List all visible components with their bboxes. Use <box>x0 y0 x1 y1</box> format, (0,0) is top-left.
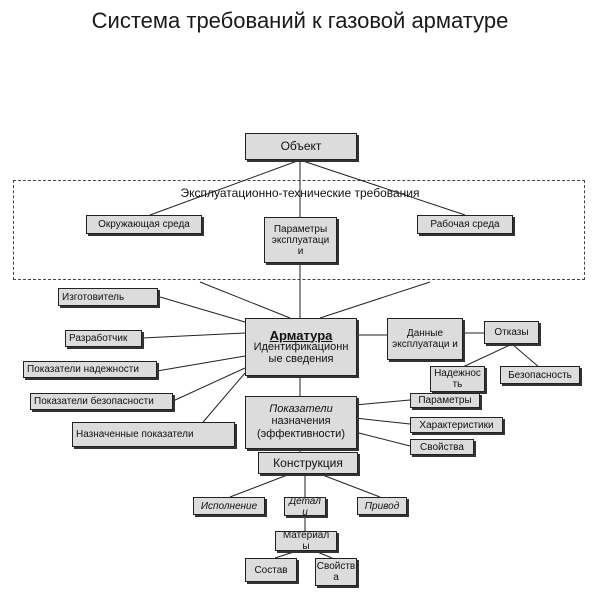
node-reliability-indicators: Показатели надежности <box>23 361 157 378</box>
node-reliability: Надежнос ть <box>430 366 485 392</box>
node-working-medium: Рабочая среда <box>417 215 513 234</box>
node-execution: Исполнение <box>193 497 265 515</box>
node-characteristics-label: Характеристики <box>419 419 494 431</box>
node-materials-label: Материал ы <box>282 531 330 551</box>
node-parameters: Параметры <box>410 393 480 408</box>
node-operating-parameters-label: Параметры эксплуатаци и <box>271 223 330 257</box>
node-manufacturer: Изготовитель <box>58 288 158 306</box>
node-parts-label: Детал и <box>289 497 321 516</box>
node-reliability-indicators-label: Показатели надежности <box>27 364 139 375</box>
node-assigned-indicators-label: Назначенные показатели <box>76 429 194 440</box>
node-construction: Конструкция <box>258 452 358 474</box>
node-valve-title: Арматура <box>269 327 333 343</box>
diagram-title: Система требований к газовой арматуре <box>91 8 509 33</box>
node-assigned-indicators: Назначенные показатели <box>72 422 235 447</box>
node-safety: Безопасность <box>500 366 580 384</box>
node-operating-parameters: Параметры эксплуатаци и <box>264 217 337 263</box>
node-materials: Материал ы <box>275 531 337 551</box>
node-environment: Окружающая среда <box>86 215 202 234</box>
node-material-properties: Свойств а <box>315 558 357 586</box>
node-execution-label: Исполнение <box>200 500 258 512</box>
node-developer: Разработчик <box>65 330 142 347</box>
node-construction-label: Конструкция <box>273 455 343 470</box>
node-valve-subtitle: Идентификационн ые сведения <box>253 340 349 365</box>
node-operation-data: Данные эксплуатаци и <box>387 318 463 360</box>
node-properties: Свойства <box>410 439 474 455</box>
node-environment-label: Окружающая среда <box>98 219 190 230</box>
node-manufacturer-label: Изготовитель <box>62 291 125 303</box>
node-object-label: Объект <box>280 139 322 153</box>
node-composition: Состав <box>245 558 297 582</box>
node-reliability-label: Надежнос ть <box>434 368 481 390</box>
node-drive: Привод <box>357 497 407 515</box>
node-material-properties-label: Свойств а <box>316 561 356 583</box>
node-drive-label: Привод <box>364 500 400 512</box>
node-composition-label: Состав <box>254 564 288 576</box>
node-parts: Детал и <box>284 497 326 516</box>
node-purpose-indicators-title: Показатели <box>269 403 333 415</box>
node-object: Объект <box>245 133 357 160</box>
node-developer-label: Разработчик <box>69 333 128 344</box>
node-characteristics: Характеристики <box>410 417 503 433</box>
node-failures-label: Отказы <box>494 327 529 338</box>
node-failures: Отказы <box>484 321 539 344</box>
node-safety-label: Безопасность <box>508 369 572 381</box>
node-purpose-indicators: Показатели назначения (эффективности) <box>245 396 357 449</box>
node-parameters-label: Параметры <box>418 395 472 406</box>
node-safety-indicators-label: Показатели безопасности <box>34 396 154 407</box>
operational-requirements-frame <box>13 180 585 280</box>
node-properties-label: Свойства <box>420 441 464 453</box>
node-safety-indicators: Показатели безопасности <box>30 393 173 410</box>
node-working-medium-label: Рабочая среда <box>430 219 500 230</box>
node-purpose-indicators-subtitle: назначения (эффективности) <box>257 415 345 440</box>
node-valve: Арматура Идентификационн ые сведения <box>245 318 357 376</box>
node-operation-data-label: Данные эксплуатаци и <box>392 328 458 350</box>
